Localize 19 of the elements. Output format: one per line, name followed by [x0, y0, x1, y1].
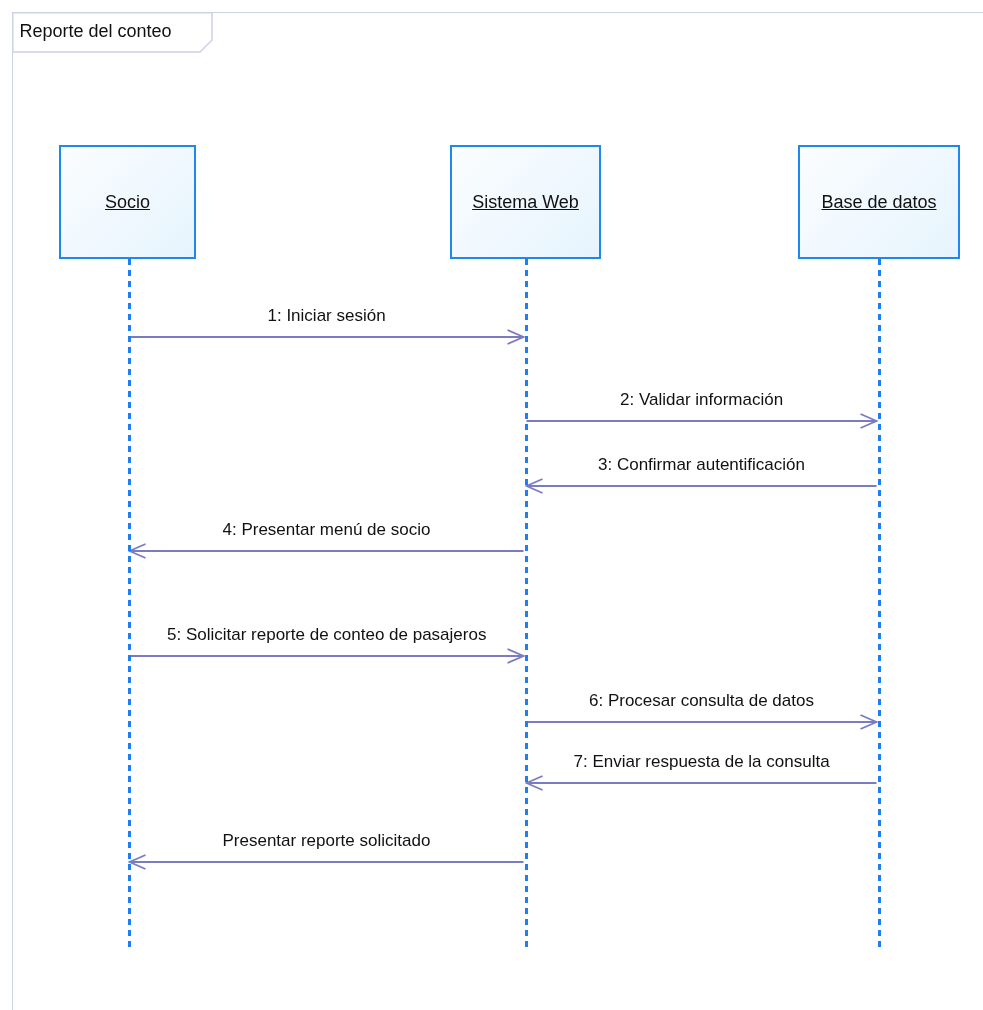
message-arrow — [128, 648, 525, 664]
message-arrow — [525, 714, 878, 730]
actor-name: Base de datos — [821, 191, 937, 213]
lifeline — [127, 259, 131, 949]
message-arrow — [128, 854, 525, 870]
message-arrow — [525, 478, 878, 494]
actor-box — [59, 145, 196, 259]
actor-box — [450, 145, 601, 259]
actor-box — [798, 145, 960, 259]
message-arrow — [128, 329, 525, 345]
diagram-frame — [12, 12, 983, 1010]
message-arrow — [525, 413, 878, 429]
frame-title: Reporte del conteo — [19, 20, 172, 42]
message-arrow — [525, 775, 878, 791]
lifeline — [524, 259, 528, 949]
lifeline — [877, 259, 881, 949]
message-arrow — [128, 543, 525, 559]
actor-name: Sistema Web — [472, 191, 579, 213]
actor-name: Socio — [105, 191, 150, 213]
